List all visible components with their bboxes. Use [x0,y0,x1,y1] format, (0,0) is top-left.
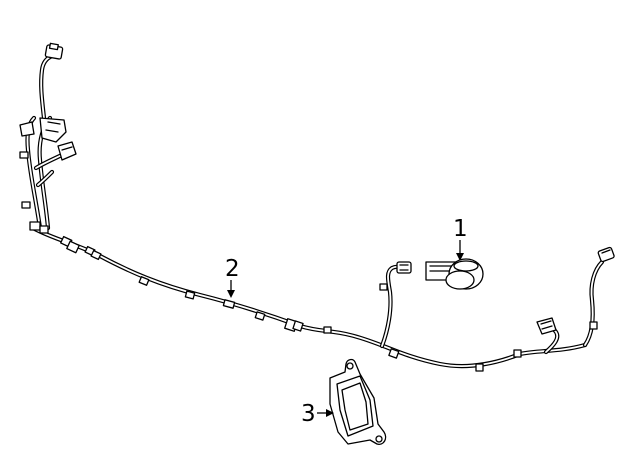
callout-3-label: 3 [301,401,316,427]
callout-1: 1 [453,216,468,261]
callout-2: 2 [225,256,240,298]
harness-clips [60,235,598,372]
wiring-harness [19,42,615,372]
callout-3: 3 [301,401,334,427]
parking-sensor [425,258,484,290]
callout-1-label: 1 [453,216,468,242]
callout-2-label: 2 [225,256,240,282]
harness-connectors [19,42,615,335]
parking-aid-module [329,358,387,445]
